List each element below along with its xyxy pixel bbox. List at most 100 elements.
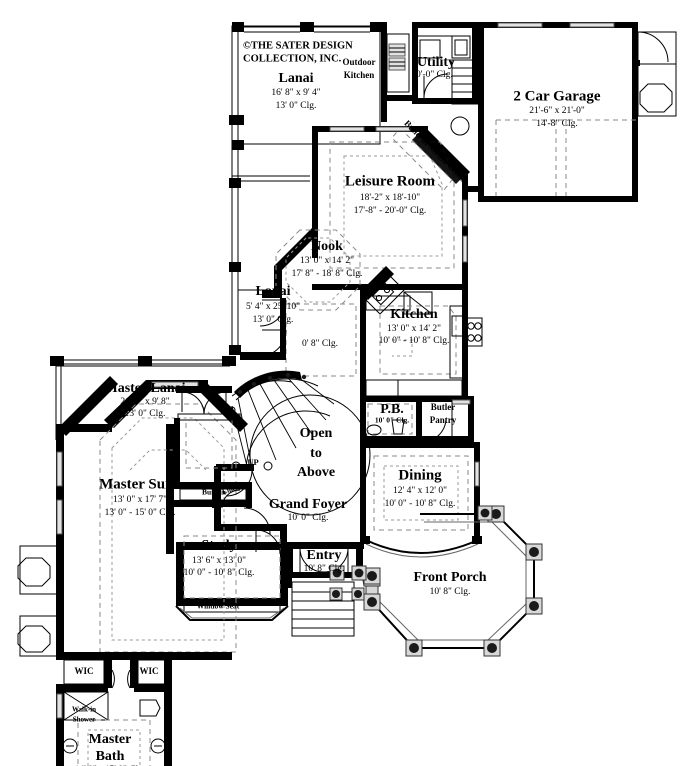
room-label-lanai-side: Lanai 5' 4" x 25' 10" 13' 0" Clg. <box>246 284 300 325</box>
utility-name: Utility <box>417 55 455 70</box>
open-to-above-line-1: Open <box>300 426 333 441</box>
staircase-treads <box>228 377 335 471</box>
powder-bath-name: P.B. <box>380 402 404 417</box>
porch-columns <box>329 505 543 657</box>
exterior-side-elements <box>17 545 59 657</box>
butler-pantry-name-1: Butler <box>431 402 456 412</box>
room-label-utility: Utility 10'-0" Clg. <box>411 55 455 80</box>
dining-ceiling: 10' 0" - 10' 8" Clg. <box>385 499 456 509</box>
master-lanai-name: Master Lanai <box>104 381 185 396</box>
front-porch-ceiling: 10' 8" Clg. <box>430 587 471 597</box>
outdoor-kitchen-structure <box>381 22 413 122</box>
nook-ceiling: 17' 8" - 18' 8" Clg. <box>292 269 363 279</box>
dining-dimensions: 12' 4" x 12' 0" <box>393 486 447 496</box>
master-suite-structure <box>56 376 248 654</box>
wic-right-label: WIC <box>139 666 158 676</box>
lanai-side-name: Lanai <box>255 284 290 299</box>
room-label-study: Study 13' 6" x 13' 0" 10' 0" - 10' 8" Cl… <box>184 538 255 578</box>
room-label-open-to-above: Open to Above <box>297 426 335 480</box>
garage-name: 2 Car Garage <box>513 88 601 104</box>
master-bath-name-1: Master <box>89 732 132 747</box>
study-ceiling: 10' 0" - 10' 8" Clg. <box>184 568 255 578</box>
left-lanai-screen-wall <box>229 26 310 355</box>
grand-foyer-ceiling: 10' 0" Clg. <box>288 513 329 523</box>
leisure-ceiling: 17'-8" - 20'-0" Clg. <box>354 206 426 216</box>
master-bath-structure <box>56 684 172 766</box>
copyright-notice: ©THE SATER DESIGN COLLECTION, INC. <box>243 40 353 64</box>
lanai-side-dimensions: 5' 4" x 25' 10" <box>246 302 300 312</box>
leisure-dimensions: 18'-2" x 18'-10" <box>360 193 420 203</box>
outdoor-kitchen-name-2: Kitchen <box>344 70 375 80</box>
front-porch-name: Front Porch <box>414 570 487 585</box>
open-to-above-line-2: to <box>310 446 322 461</box>
room-label-powder-bath: P.B. 10' 0" Clg. <box>375 402 409 425</box>
room-label-master-lanai: Master Lanai 21' 6" x 9' 8" 13' 0" Clg. <box>104 381 185 419</box>
room-label-garage: 2 Car Garage 21'-6" x 21'-0" 14'-8" Clg. <box>513 88 601 129</box>
room-label-dining: Dining 12' 4" x 12' 0" 10' 0" - 10' 8" C… <box>385 467 456 509</box>
room-label-nook: Nook 13' 0" x 14' 2" 17' 8" - 18' 8" Clg… <box>292 239 363 279</box>
annotation-built-in-cabinets: Built in Cabinets <box>200 488 228 507</box>
lanai-rear-dimensions: 16' 8" x 9' 4" <box>271 88 320 98</box>
kitchen-dimensions: 13' 0" x 14' 2" <box>387 324 441 334</box>
room-label-grand-foyer: Grand Foyer 10' 0" Clg. <box>269 497 347 523</box>
lanai-soffit-ceiling: 0' 8" Clg. <box>302 339 338 349</box>
front-porch-structure <box>329 505 543 657</box>
lanai-rear-name: Lanai <box>278 71 313 86</box>
wic-left-label: WIC <box>74 666 93 676</box>
built-in-cabinets-line-2: Cabinets <box>200 498 228 507</box>
master-lanai-dimensions: 21' 6" x 9' 8" <box>120 397 169 407</box>
room-label-outdoor-kitchen: Outdoor Kitchen <box>342 57 375 80</box>
annotation-walk-in-shower: Walk-in Shower <box>72 706 96 724</box>
nook-dimensions: 13' 0" x 14' 2" <box>300 256 354 266</box>
leisure-name: Leisure Room <box>345 173 436 189</box>
lanai-rear-ceiling: 13' 0" Clg. <box>276 101 317 111</box>
master-suite-name: Master Suite <box>99 476 181 492</box>
nook-name: Nook <box>311 239 343 254</box>
outdoor-kitchen-name-1: Outdoor <box>342 57 375 67</box>
walk-in-shower-line-1: Walk-in <box>72 706 96 714</box>
built-in-cabinets-line-1: Built in <box>202 488 227 497</box>
dining-structure <box>360 442 482 558</box>
garage-dimensions: 21'-6" x 21'-0" <box>529 106 585 116</box>
kitchen-structure <box>360 266 483 402</box>
entry-ceiling: 10' 8" Clg. <box>304 564 345 574</box>
open-to-above-line-3: Above <box>297 465 335 480</box>
master-suite-dimensions: 13' 0" x 17' 7" <box>113 495 167 505</box>
room-label-entry: Entry 10' 8" Clg. <box>304 548 345 574</box>
copyright-line-1: ©THE SATER DESIGN <box>243 40 353 51</box>
window-seat-label: Window Seat <box>197 602 240 611</box>
master-suite-ceiling: 13' 0" - 15' 0" Clg. <box>105 508 176 518</box>
wic-structure <box>56 652 232 692</box>
study-structure <box>175 529 289 621</box>
master-bath-name-2: Bath <box>96 749 125 764</box>
hall-built-ins-structure <box>174 386 271 535</box>
study-name: Study <box>201 538 236 553</box>
room-label-leisure: Leisure Room 18'-2" x 18'-10" 17'-8" - 2… <box>345 173 436 216</box>
butler-pantry-name-2: Pantry <box>430 415 457 425</box>
room-label-front-porch: Front Porch 10' 8" Clg. <box>414 570 487 597</box>
powder-bath-ceiling: 10' 0" Clg. <box>375 416 409 425</box>
leisure-room-structure <box>312 116 482 290</box>
powder-bath-butler-structure <box>360 396 474 443</box>
kitchen-ceiling: 10' 0" - 10' 8" Clg. <box>379 336 450 346</box>
walk-in-shower-line-2: Shower <box>73 716 96 724</box>
master-lanai-ceiling: 13' 0" Clg. <box>125 409 166 419</box>
kitchen-name: Kitchen <box>390 307 438 322</box>
room-label-lanai-rear: Lanai 16' 8" x 9' 4" 13' 0" Clg. <box>271 71 320 111</box>
study-dimensions: 13' 6" x 13' 0" <box>192 556 246 566</box>
stair-up-label: UP <box>247 457 258 467</box>
room-label-master-suite: Master Suite 13' 0" x 17' 7" 13' 0" - 15… <box>99 476 181 518</box>
utility-structure <box>412 22 479 105</box>
entry-structure <box>280 542 364 637</box>
master-lanai-structure <box>50 356 236 440</box>
entry-name: Entry <box>307 548 342 563</box>
room-label-kitchen: Kitchen 13' 0" x 14' 2" 10' 0" - 10' 8" … <box>379 307 450 346</box>
lanai-side-structure <box>238 289 357 377</box>
room-label-butler-pantry: Butler Pantry <box>430 402 457 425</box>
grand-foyer-name: Grand Foyer <box>269 497 347 512</box>
utility-ceiling: 10'-0" Clg. <box>411 70 452 80</box>
garage-ceiling: 14'-8" Clg. <box>536 119 577 129</box>
dining-name: Dining <box>398 467 442 483</box>
